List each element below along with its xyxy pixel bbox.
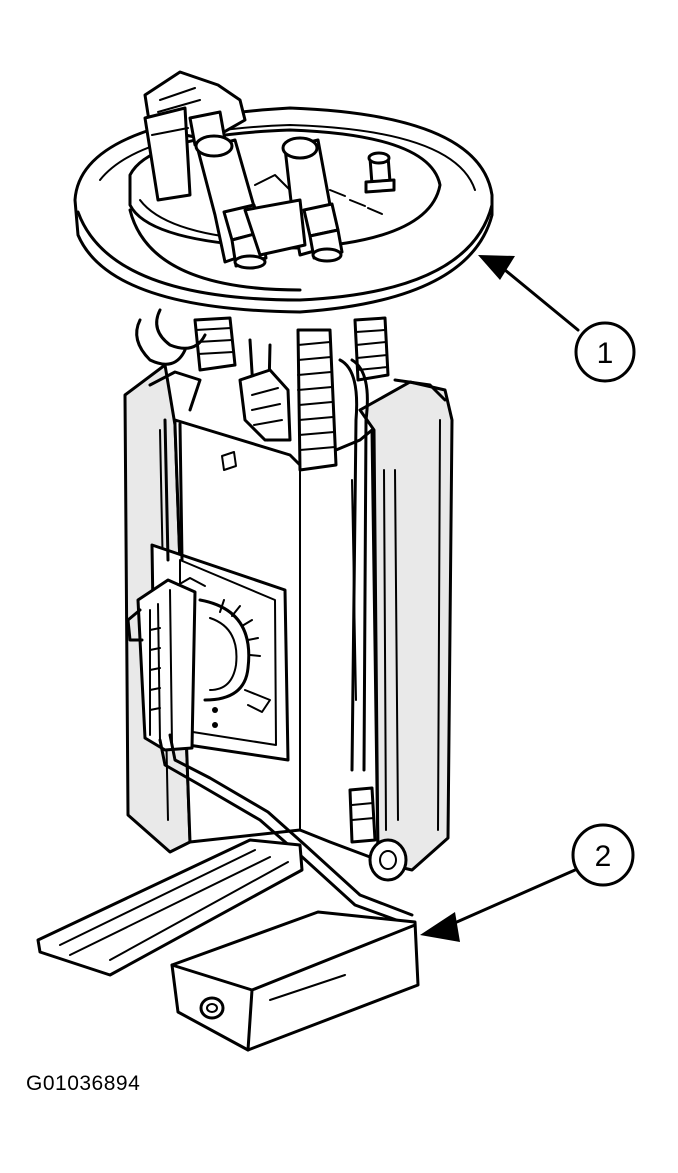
corrugated-fuel-hoses: [135, 308, 390, 772]
callout-1: 1: [574, 321, 636, 383]
base-bracket: [36, 838, 304, 977]
fuel-line-fittings: [194, 134, 344, 270]
callout-2-number: 2: [595, 840, 612, 873]
figure-id-label: G01036894: [26, 1072, 141, 1095]
callout-1-leader: [478, 255, 580, 332]
callout-2: 2: [571, 823, 635, 887]
electrical-connector: [126, 577, 206, 752]
flange-electrical-connector: [143, 70, 247, 202]
wiring-harness: [163, 368, 292, 562]
callout-2-leader: [420, 868, 577, 942]
fuel-level-float: [170, 910, 420, 1052]
callout-1-number: 1: [597, 337, 614, 370]
float-arm-assembly: [158, 733, 414, 927]
